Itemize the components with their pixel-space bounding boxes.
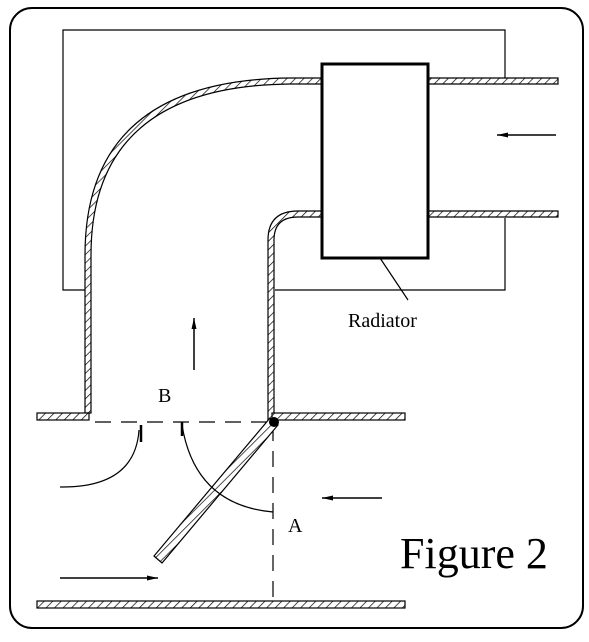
outer-duct-wall: [84, 77, 559, 414]
point-a-label: A: [288, 515, 303, 537]
outer-frame: [9, 7, 584, 629]
swing-arc-a: [181, 424, 274, 513]
flap-hinge: [269, 417, 279, 427]
radiator-label: Radiator: [348, 310, 417, 332]
enclosure-outline: [62, 29, 506, 291]
radiator-leader-line: [379, 257, 409, 301]
swing-arc-b: [59, 429, 140, 488]
lower-left-wall: [36, 412, 90, 421]
bottom-wall: [36, 600, 406, 609]
figure-caption: Figure 2: [400, 529, 548, 578]
radiator-box: [320, 62, 430, 260]
lower-right-wall: [271, 412, 406, 421]
inner-duct-wall: [267, 210, 559, 421]
point-b-label: B: [158, 385, 171, 407]
